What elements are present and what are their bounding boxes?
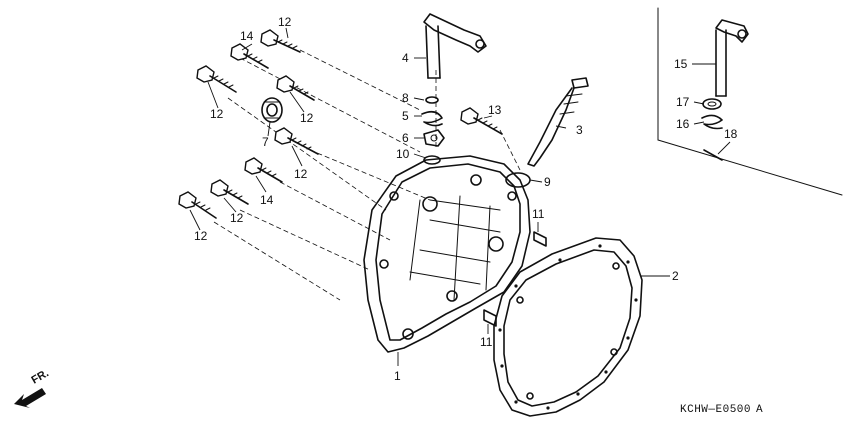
front-direction-marker: FR.	[14, 367, 51, 408]
callout-16: 16	[676, 117, 690, 131]
shift-arm	[423, 13, 487, 79]
callout-14: 14	[260, 193, 274, 207]
callout-11: 11	[532, 207, 545, 221]
front-arrow-icon	[14, 388, 46, 408]
callout-15: 15	[674, 57, 688, 71]
callout-17: 17	[676, 95, 690, 109]
diagram-code: KCHW—E0500 A	[680, 404, 763, 416]
front-label: FR.	[30, 367, 51, 386]
callout-12: 12	[210, 107, 224, 121]
bolt-12-left	[196, 65, 237, 93]
bolt-14-lower	[244, 157, 283, 183]
bolt-12-mid	[276, 75, 315, 101]
shift-arm-inset	[715, 19, 749, 97]
o-ring	[505, 172, 531, 188]
pin-inset	[703, 149, 723, 161]
callout-12: 12	[300, 111, 314, 125]
callout-labels: 12 14 12 12 7 12 14 12 12 4 8 5 6 10 13 …	[194, 15, 738, 383]
callout-3: 3	[576, 123, 583, 137]
callout-8: 8	[402, 91, 409, 105]
callout-9: 9	[544, 175, 551, 189]
bolt-14-top	[230, 43, 269, 69]
callout-12: 12	[294, 167, 308, 181]
leader-lines	[189, 27, 731, 366]
diagram-code-text: KCHW—E0500	[680, 404, 751, 416]
callout-5: 5	[402, 109, 409, 123]
bolt-set	[178, 29, 503, 219]
spring-inset	[701, 114, 723, 130]
washer-8	[425, 96, 439, 104]
bolt-13	[460, 107, 503, 135]
bolt-12-lower-a	[210, 179, 249, 205]
callout-2: 2	[672, 269, 679, 283]
bolt-12-center	[274, 127, 319, 155]
callout-14: 14	[240, 29, 254, 43]
callout-12: 12	[278, 15, 292, 29]
oil-dipstick	[527, 77, 589, 167]
washer-inset	[702, 98, 722, 110]
dowel-pin-upper	[533, 231, 547, 247]
inset-panel	[657, 7, 843, 196]
spring-5	[421, 110, 443, 127]
oil-seal	[261, 97, 283, 123]
callout-6: 6	[402, 131, 409, 145]
callout-12: 12	[230, 211, 244, 225]
diagram-code-suffix: A	[756, 404, 763, 416]
callout-7: 7	[262, 135, 269, 149]
callout-1: 1	[394, 369, 401, 383]
dowel-pin-lower	[483, 309, 497, 327]
callout-10: 10	[396, 147, 410, 161]
callout-13: 13	[488, 103, 502, 117]
collar-6	[423, 129, 445, 147]
bolt-12-top	[260, 29, 301, 53]
callout-12: 12	[194, 229, 208, 243]
callout-18: 18	[724, 127, 738, 141]
alignment-lines	[213, 49, 521, 301]
cover-gasket	[493, 237, 643, 417]
callout-4: 4	[402, 51, 409, 65]
callout-11: 11	[480, 335, 493, 349]
bolt-12-lower-b	[178, 191, 217, 219]
dowel-10	[423, 155, 441, 165]
